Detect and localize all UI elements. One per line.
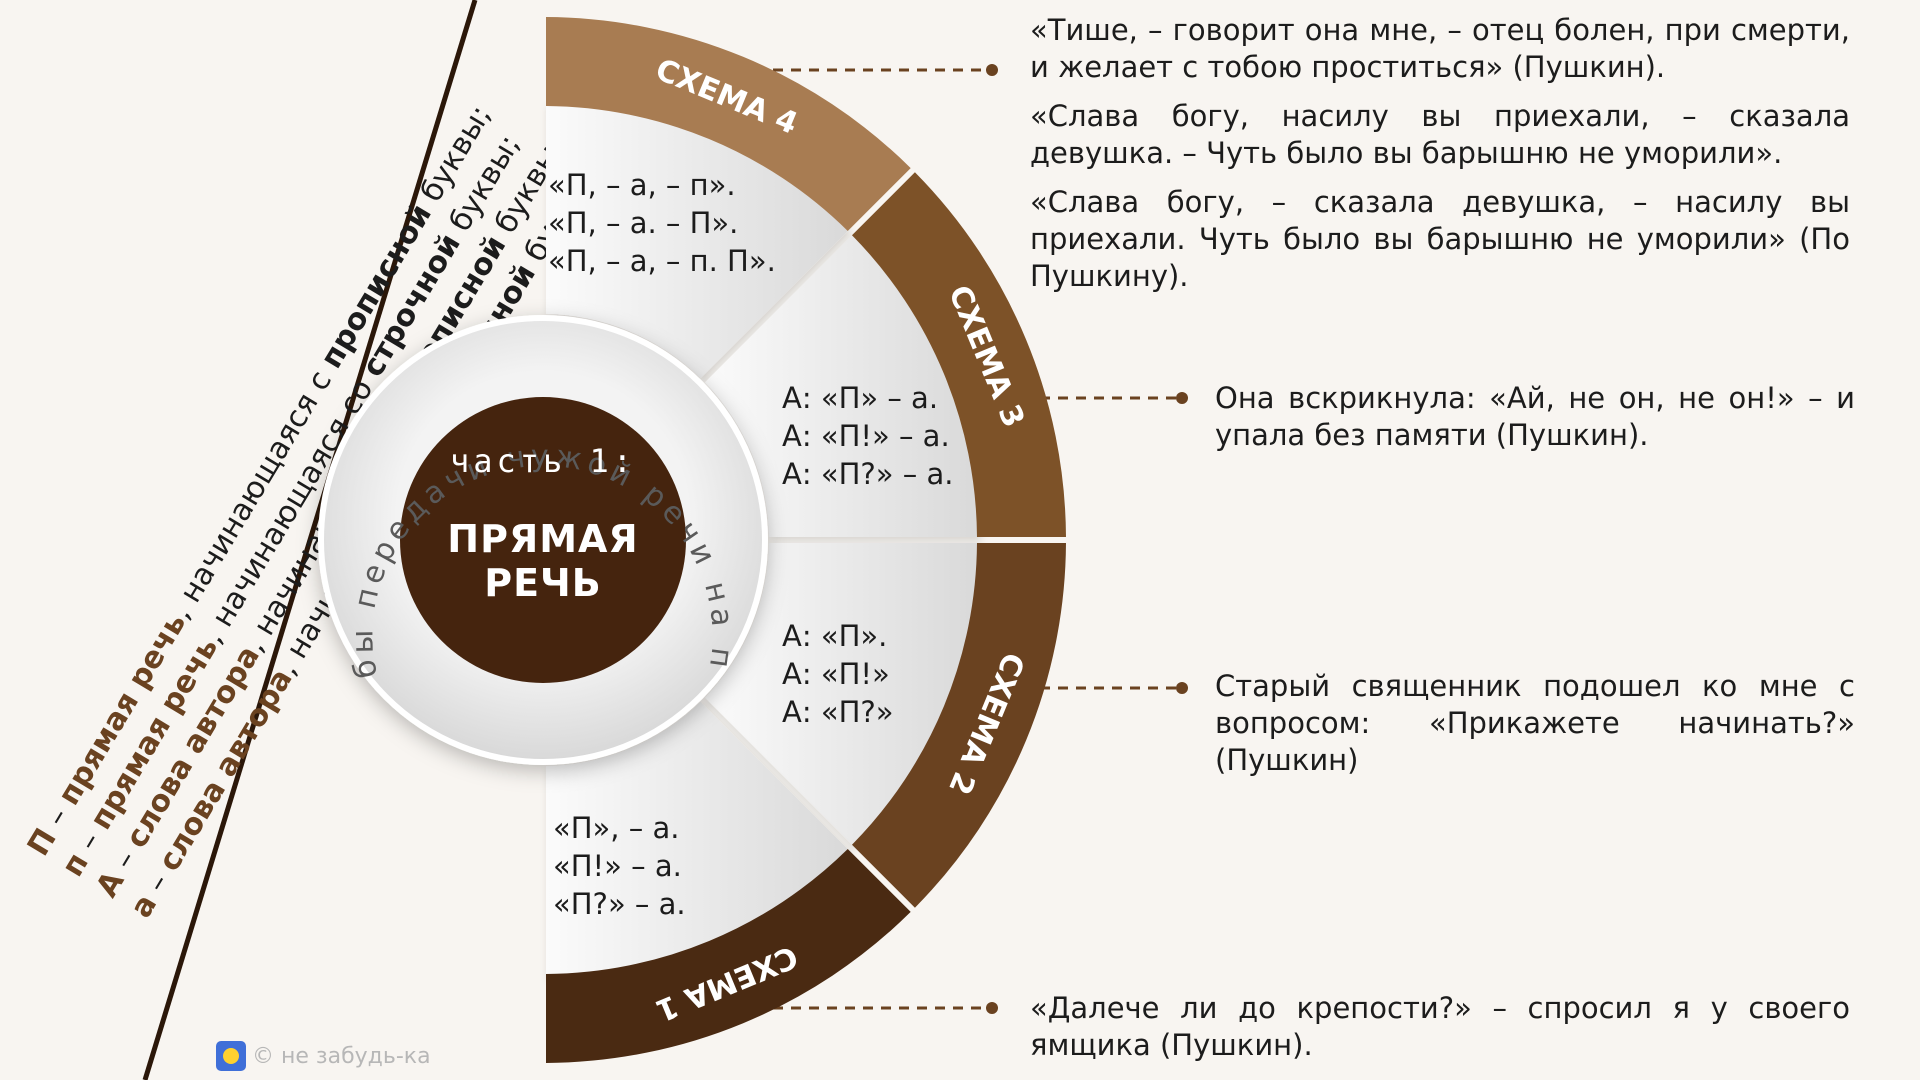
scheme-formula: А: «П!» – а.	[782, 419, 950, 453]
connector-dots	[986, 64, 1188, 1014]
examples-scheme-4: «Тише, – говорит она мне, – отец болен, …	[1030, 12, 1850, 295]
scheme-sector-2	[704, 542, 979, 847]
example-text: «Слава богу, насилу вы приехали, – сказа…	[1030, 99, 1850, 170]
footer-credit: © не забудь-ка	[216, 1041, 431, 1071]
scheme-sectors: «П, – а, – п». «П, – а. – П». «П, – а, – п…	[545, 104, 979, 976]
scheme-sector-4	[545, 104, 850, 379]
example-text: «Тише, – говорит она мне, – отец болен, …	[1030, 13, 1850, 84]
scheme-formula: А: «П?» – а.	[782, 457, 953, 491]
scheme-formula: А: «П» – а.	[782, 381, 938, 415]
example-text: «Далече ли до крепости?» – спросил я у с…	[1030, 991, 1850, 1062]
scheme-formula: А: «П!»	[782, 657, 890, 691]
scheme-band-1	[546, 848, 911, 1063]
scheme-sector-1	[545, 701, 850, 976]
examples-scheme-1: «Далече ли до крепости?» – спросил я у с…	[1030, 990, 1850, 1064]
examples-scheme-3: Она вскрикнула: «Ай, не он, не он!» – и …	[1215, 380, 1855, 454]
example-text: Она вскрикнула: «Ай, не он, не он!» – и …	[1215, 381, 1855, 452]
scheme-formula: «П, – а, – п».	[548, 168, 736, 202]
scheme-sector-3	[704, 233, 979, 538]
center-title-line-1: ПРЯМАЯ	[447, 517, 638, 561]
scheme-formula: «П», – а.	[553, 811, 679, 845]
scheme-formula: А: «П?»	[782, 695, 894, 729]
connectors	[755, 68, 1180, 1010]
scheme-formula: «П, – а, – п. П».	[548, 244, 776, 278]
examples-scheme-2: Старый священник подошел ко мне с вопрос…	[1215, 668, 1855, 779]
example-text: «Слава богу, – сказала девушка, – насилу…	[1030, 185, 1850, 293]
scheme-formula: «П!» – а.	[553, 849, 682, 883]
diagonal-divider	[142, 0, 478, 1080]
scheme-formula: А: «П».	[782, 619, 887, 653]
example-text: Старый священник подошел ко мне с вопрос…	[1215, 669, 1855, 777]
scheme-band-3	[851, 172, 1066, 537]
footer-credit-text: © не забудь-ка	[252, 1043, 431, 1069]
scheme-band-2	[851, 543, 1066, 908]
center-title-line-2: РЕЧЬ	[484, 561, 601, 605]
scheme-band-4	[546, 17, 911, 232]
flower-logo-icon	[216, 1041, 246, 1071]
center-part-label: часть 1:	[450, 442, 636, 480]
scheme-formula: «П, – а. – П».	[548, 206, 738, 240]
center-disc	[400, 397, 686, 683]
scheme-formula: «П?» – а.	[553, 887, 686, 921]
